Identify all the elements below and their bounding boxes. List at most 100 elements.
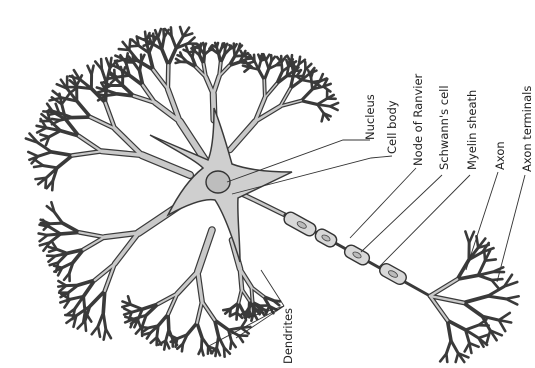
branch-outline xyxy=(180,52,182,57)
branch-outline xyxy=(77,101,91,117)
branch-fill xyxy=(265,84,277,98)
branch-outline xyxy=(466,325,479,330)
branch-outline xyxy=(225,44,227,48)
branch-outline xyxy=(83,312,85,323)
branch-outline xyxy=(463,296,488,303)
branch-outline xyxy=(199,348,202,354)
branch-fill xyxy=(142,155,190,175)
branch-outline xyxy=(266,55,269,61)
branch-outline xyxy=(57,155,72,167)
branch-outline xyxy=(204,55,205,64)
branch-fill xyxy=(168,65,169,89)
branch-outline xyxy=(451,340,458,353)
branch-outline xyxy=(129,39,130,50)
branch-outline xyxy=(162,38,164,50)
branch-outline xyxy=(124,309,131,313)
branch-outline xyxy=(488,296,506,299)
cell-body xyxy=(150,108,292,262)
branch-outline xyxy=(469,232,474,243)
branch-outline xyxy=(171,27,172,36)
branch-outline xyxy=(166,329,169,340)
branch-outline xyxy=(456,353,458,362)
branch-outline xyxy=(50,223,63,224)
branch-outline xyxy=(301,89,312,100)
branch-fill xyxy=(264,80,265,98)
branch-outline xyxy=(131,305,143,310)
branch-outline xyxy=(28,152,38,156)
branch-outline xyxy=(217,43,218,47)
branch-outline xyxy=(301,101,317,105)
branch-outline xyxy=(162,49,168,65)
branch-outline xyxy=(101,59,102,70)
branch-outline xyxy=(106,68,109,83)
branch-outline xyxy=(499,313,510,320)
branch-outline xyxy=(258,61,260,70)
branch-outline xyxy=(487,330,490,342)
nucleus xyxy=(206,171,230,193)
label-axon: Axon xyxy=(493,141,507,170)
branch-fill xyxy=(430,279,457,296)
branch-fill xyxy=(242,289,250,301)
label-cell-body: Cell body xyxy=(385,100,399,154)
branch-fill xyxy=(177,272,197,294)
branch-outline xyxy=(52,119,60,120)
branch-outline xyxy=(51,152,72,155)
branch-outline xyxy=(54,212,62,223)
branch-outline xyxy=(57,249,67,253)
branch-outline xyxy=(230,341,231,349)
branch-outline xyxy=(463,303,482,316)
branch-outline xyxy=(49,227,61,234)
branch-outline xyxy=(38,143,52,152)
branch-outline xyxy=(115,56,124,60)
label-dendrites: Dendrites xyxy=(281,308,295,364)
branch-outline xyxy=(186,47,188,52)
branch-fill xyxy=(240,269,242,289)
branch-outline xyxy=(144,333,151,335)
branch-outline xyxy=(488,287,504,297)
branch-outline xyxy=(264,69,268,80)
branch-fill xyxy=(202,301,215,320)
label-axon-terminals: Axon terminals xyxy=(520,86,534,172)
branch-outline xyxy=(322,113,324,121)
branch-outline xyxy=(172,36,177,48)
branch-outline xyxy=(330,106,338,110)
branch-fill xyxy=(153,70,168,89)
branch-outline xyxy=(204,44,206,48)
branch-outline xyxy=(254,309,255,316)
branch-outline xyxy=(43,166,57,168)
branch-outline xyxy=(506,299,517,305)
branch-outline xyxy=(291,55,292,63)
branch-outline xyxy=(465,343,470,351)
branch-outline xyxy=(197,323,202,338)
branch-outline xyxy=(35,178,46,179)
branch-outline xyxy=(492,279,503,280)
branch-outline xyxy=(105,83,106,103)
branch-fill xyxy=(198,272,202,302)
branch-outline xyxy=(158,314,168,325)
schwann-cell-segment xyxy=(282,210,318,238)
myelin-sheath xyxy=(282,210,408,286)
branch-outline xyxy=(92,326,98,334)
branch-outline xyxy=(224,347,225,356)
branch-outline xyxy=(440,354,446,362)
branch-outline xyxy=(98,313,103,327)
branch-outline xyxy=(40,134,49,136)
schwann-cell-segment xyxy=(313,227,339,249)
branch-outline xyxy=(92,66,94,75)
branch-outline xyxy=(223,309,230,310)
label-nucleus: Nucleus xyxy=(363,94,377,140)
branch-outline xyxy=(446,340,451,353)
branch-fill xyxy=(83,237,104,249)
label-node-of-ranvier: Node of Ranvier xyxy=(411,73,425,166)
label-myelin-sheath: Myelin sheath xyxy=(465,90,479,170)
branch-fill xyxy=(79,136,102,151)
branch-outline xyxy=(158,29,161,38)
branch-outline xyxy=(176,59,180,62)
branch-outline xyxy=(200,44,201,49)
branch-outline xyxy=(485,259,496,260)
branch-outline xyxy=(478,275,492,280)
branch-fill xyxy=(230,121,255,150)
label-schwanns-cell: Schwann's cell xyxy=(437,85,451,170)
branch-outline xyxy=(39,233,48,235)
